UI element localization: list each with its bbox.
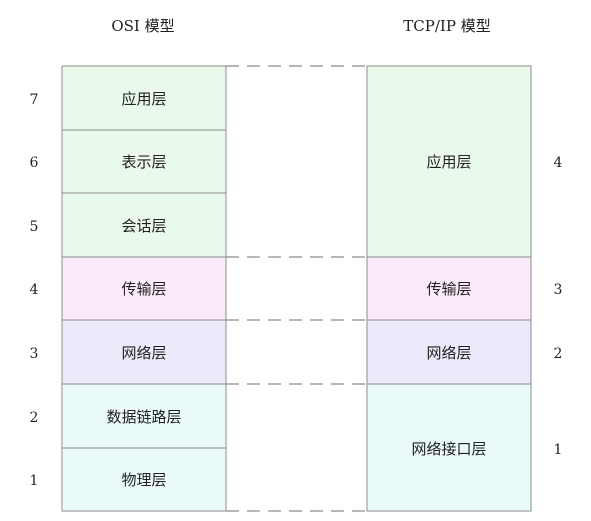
osi-layer-7-box	[61, 65, 227, 131]
tcpip-layer-2-number: 2	[554, 346, 563, 362]
osi-layer-1-box	[61, 447, 227, 512]
tcpip-layer-2-label: 网络层	[426, 344, 471, 362]
osi-layer-2-label: 数据链路层	[106, 408, 181, 426]
osi-layer-4-number: 4	[30, 282, 39, 298]
osi-layer-5-number: 5	[30, 219, 39, 235]
tcpip-layer-4-label: 应用层	[426, 153, 471, 171]
osi-layer-3-number: 3	[30, 346, 39, 362]
tcpip-layer-3-box	[366, 256, 532, 321]
osi-model-title: OSI 模型	[111, 17, 174, 35]
osi-layer-3-label: 网络层	[121, 344, 166, 362]
tcpip-layer-2-box	[366, 319, 532, 385]
osi-layer-4-box	[61, 256, 227, 321]
tcpip-stack: 应用层 传输层 网络层 网络接口层 4 3 2 1	[366, 65, 563, 512]
tcpip-layer-3-number: 3	[554, 282, 563, 298]
tcpip-layer-3-label: 传输层	[426, 280, 471, 298]
osi-layer-1-label: 物理层	[121, 471, 166, 489]
tcpip-layer-1-number: 1	[554, 442, 563, 458]
tcpip-layer-4-number: 4	[554, 155, 563, 171]
osi-layer-6-label: 表示层	[121, 153, 166, 171]
tcpip-layer-1-label: 网络接口层	[411, 440, 486, 458]
osi-layer-5-label: 会话层	[121, 217, 166, 235]
osi-layer-4-label: 传输层	[121, 280, 166, 298]
osi-layer-1-number: 1	[30, 473, 39, 489]
osi-layer-2-box	[61, 383, 227, 449]
osi-layer-5-box	[61, 192, 227, 258]
osi-stack: 应用层 表示层 会话层 传输层 网络层 数据链路层 物理层 7 6 5 4 3 …	[30, 65, 227, 512]
osi-layer-7-label: 应用层	[121, 90, 166, 108]
osi-layer-6-number: 6	[30, 155, 39, 171]
tcpip-model-title: TCP/IP 模型	[403, 17, 490, 35]
osi-layer-2-number: 2	[30, 410, 39, 426]
tcpip-layer-4-box	[366, 65, 532, 258]
osi-layer-7-number: 7	[30, 92, 39, 108]
osi-layer-3-box	[61, 319, 227, 385]
connector-lines	[226, 65, 367, 512]
tcpip-layer-1-box	[366, 383, 532, 512]
